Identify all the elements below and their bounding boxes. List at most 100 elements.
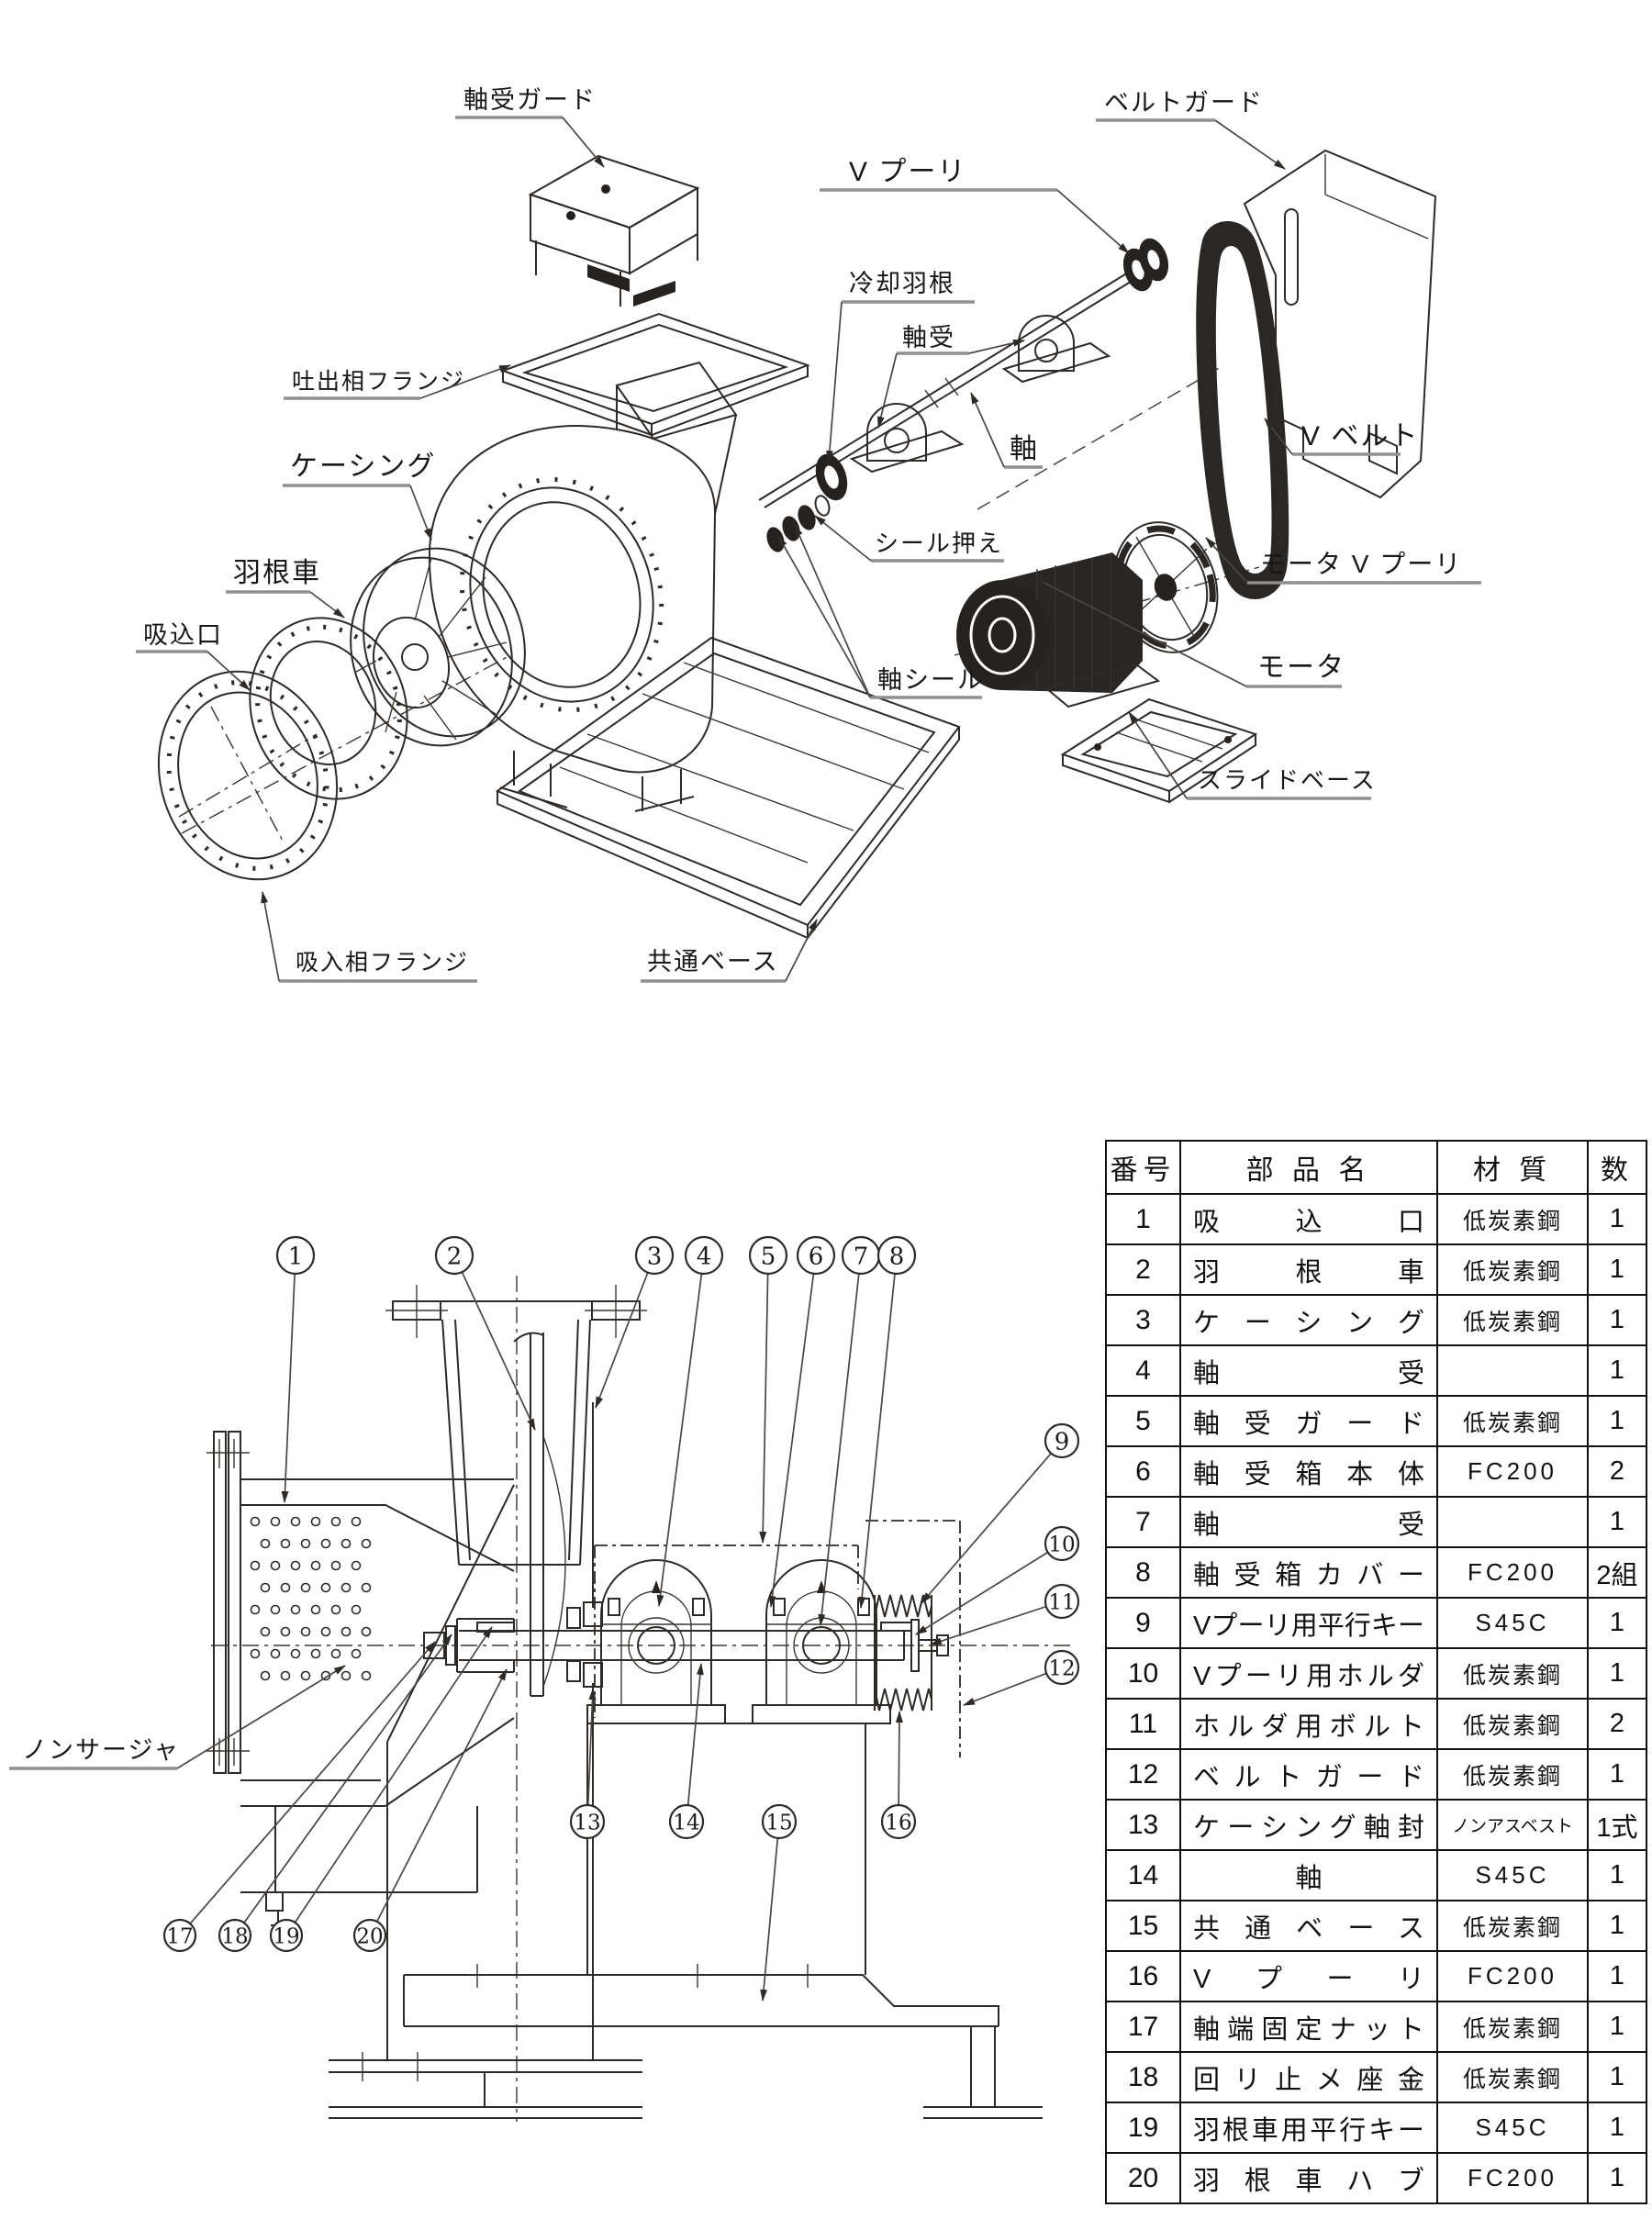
perforation-dot bbox=[361, 1582, 372, 1593]
callout-8-leader bbox=[858, 1273, 896, 1609]
cell-number: 3 bbox=[1105, 1294, 1181, 1346]
cell-number: 18 bbox=[1105, 2051, 1181, 2103]
seal-retainer-label-leader bbox=[814, 515, 872, 562]
cell-quantity: 1 bbox=[1587, 1395, 1647, 1447]
perforation-dot bbox=[250, 1648, 261, 1659]
section-view-drawing bbox=[206, 1276, 1074, 2122]
perforation-dot bbox=[260, 1626, 271, 1637]
callout-16-number: 16 bbox=[885, 1811, 911, 1834]
cell-part-name: 軸受 bbox=[1179, 1496, 1438, 1548]
shaft-seal-label-leader bbox=[794, 524, 871, 698]
cell-number: 10 bbox=[1105, 1647, 1181, 1700]
shaft-label-text: 軸 bbox=[1010, 434, 1039, 464]
callout-7-leader bbox=[818, 1273, 860, 1626]
cell-part-name: Vプーリ bbox=[1179, 1950, 1438, 2002]
non-surger-label: ノンサージャ bbox=[9, 1665, 346, 1770]
cell-material: S45C bbox=[1436, 1849, 1589, 1901]
cell-quantity: 1 bbox=[1587, 1597, 1647, 1649]
callout-1-number: 1 bbox=[288, 1243, 304, 1270]
perforation-dot bbox=[310, 1604, 321, 1615]
cell-part-name: 軸端固定ナット bbox=[1179, 2001, 1438, 2053]
callout-17: 17 bbox=[162, 1641, 436, 1953]
cell-material bbox=[1436, 1344, 1589, 1397]
exploded-view-drawing bbox=[157, 149, 1437, 941]
cell-part-name: 軸受箱カバー bbox=[1179, 1546, 1438, 1599]
callout-1: 1 bbox=[275, 1235, 316, 1503]
cell-quantity: 1 bbox=[1587, 2051, 1647, 2103]
cell-part-name: 羽根車用平行キー bbox=[1179, 2102, 1438, 2154]
shaft-label-leader bbox=[970, 392, 1005, 468]
callout-3-leader bbox=[595, 1272, 649, 1409]
callout-6: 6 bbox=[768, 1235, 836, 1608]
impeller-label-text: 羽根車 bbox=[233, 558, 321, 588]
callout-8-number: 8 bbox=[889, 1243, 905, 1270]
motor-v-pulley-label-text: モータ V プーリ bbox=[1260, 550, 1462, 578]
suction-flange-label-leader bbox=[261, 891, 280, 982]
bearing-label-leader bbox=[968, 339, 1025, 354]
callout-17-circle bbox=[162, 1918, 197, 1953]
cell-number: 7 bbox=[1105, 1496, 1181, 1548]
callout-6-leader bbox=[768, 1273, 815, 1608]
perforation-dot bbox=[280, 1626, 291, 1637]
cell-part-name: Vプーリ用平行キー bbox=[1179, 1597, 1438, 1649]
perforation-dot bbox=[260, 1538, 271, 1549]
callout-4: 4 bbox=[656, 1235, 724, 1607]
callout-19-circle bbox=[269, 1918, 304, 1953]
cell-part-name: 軸 bbox=[1179, 1849, 1438, 1901]
perforation-dot bbox=[280, 1538, 291, 1549]
belt-guard-label: ベルトガード bbox=[1096, 89, 1286, 170]
cell-part-name: 羽根車 bbox=[1179, 1243, 1438, 1296]
inlet-cone-part bbox=[249, 617, 408, 800]
cell-quantity: 1 bbox=[1587, 1243, 1647, 1296]
cell-number: 2 bbox=[1105, 1243, 1181, 1296]
callout-14-leader bbox=[686, 1663, 704, 1806]
motor-label-text: モータ bbox=[1257, 652, 1345, 683]
callout-2-leader bbox=[461, 1271, 536, 1431]
cell-material: 低炭素鋼 bbox=[1436, 1748, 1589, 1801]
perforation-dot bbox=[330, 1604, 341, 1615]
motor-label: モータ bbox=[1032, 576, 1345, 688]
perforation-dot bbox=[300, 1582, 311, 1593]
callout-18-leader bbox=[243, 1634, 452, 1924]
perforation-dot bbox=[310, 1648, 321, 1659]
perforation-dot bbox=[340, 1538, 352, 1549]
impeller-label-leader bbox=[309, 591, 345, 619]
callout-4-circle bbox=[684, 1235, 724, 1276]
perforation-dot bbox=[351, 1648, 362, 1659]
bearing-pedestals-section bbox=[586, 1520, 961, 1757]
cell-material: S45C bbox=[1436, 1597, 1589, 1649]
callout-10-circle bbox=[1044, 1525, 1080, 1562]
callout-15-leader bbox=[760, 1837, 779, 2002]
cell-quantity: 1 bbox=[1587, 1647, 1647, 1700]
callout-20-leader bbox=[376, 1668, 508, 1923]
impeller-part bbox=[350, 547, 526, 747]
perforation-dot bbox=[340, 1626, 352, 1637]
callout-12-leader bbox=[963, 1672, 1047, 1706]
perforated-plate-dots bbox=[250, 1516, 372, 1681]
inlet-label-leader bbox=[206, 651, 251, 691]
perforation-dot bbox=[300, 1538, 311, 1549]
perforation-dot bbox=[260, 1582, 271, 1593]
cell-quantity: 1 bbox=[1587, 2102, 1647, 2154]
cell-part-name: 吸込口 bbox=[1179, 1193, 1438, 1245]
impeller-label: 羽根車 bbox=[226, 558, 345, 619]
cell-quantity: 1 bbox=[1587, 1900, 1647, 1952]
cooling-fan-label: 冷却羽根 bbox=[825, 270, 975, 463]
callout-4-number: 4 bbox=[697, 1243, 712, 1270]
callout-9-number: 9 bbox=[1055, 1428, 1070, 1455]
callout-3: 3 bbox=[595, 1235, 675, 1409]
callout-3-number: 3 bbox=[647, 1243, 663, 1270]
common-base-label: 共通ベース bbox=[641, 919, 818, 983]
v-belt-label-leader bbox=[1264, 418, 1293, 455]
non-surger-label-leader bbox=[176, 1665, 346, 1769]
